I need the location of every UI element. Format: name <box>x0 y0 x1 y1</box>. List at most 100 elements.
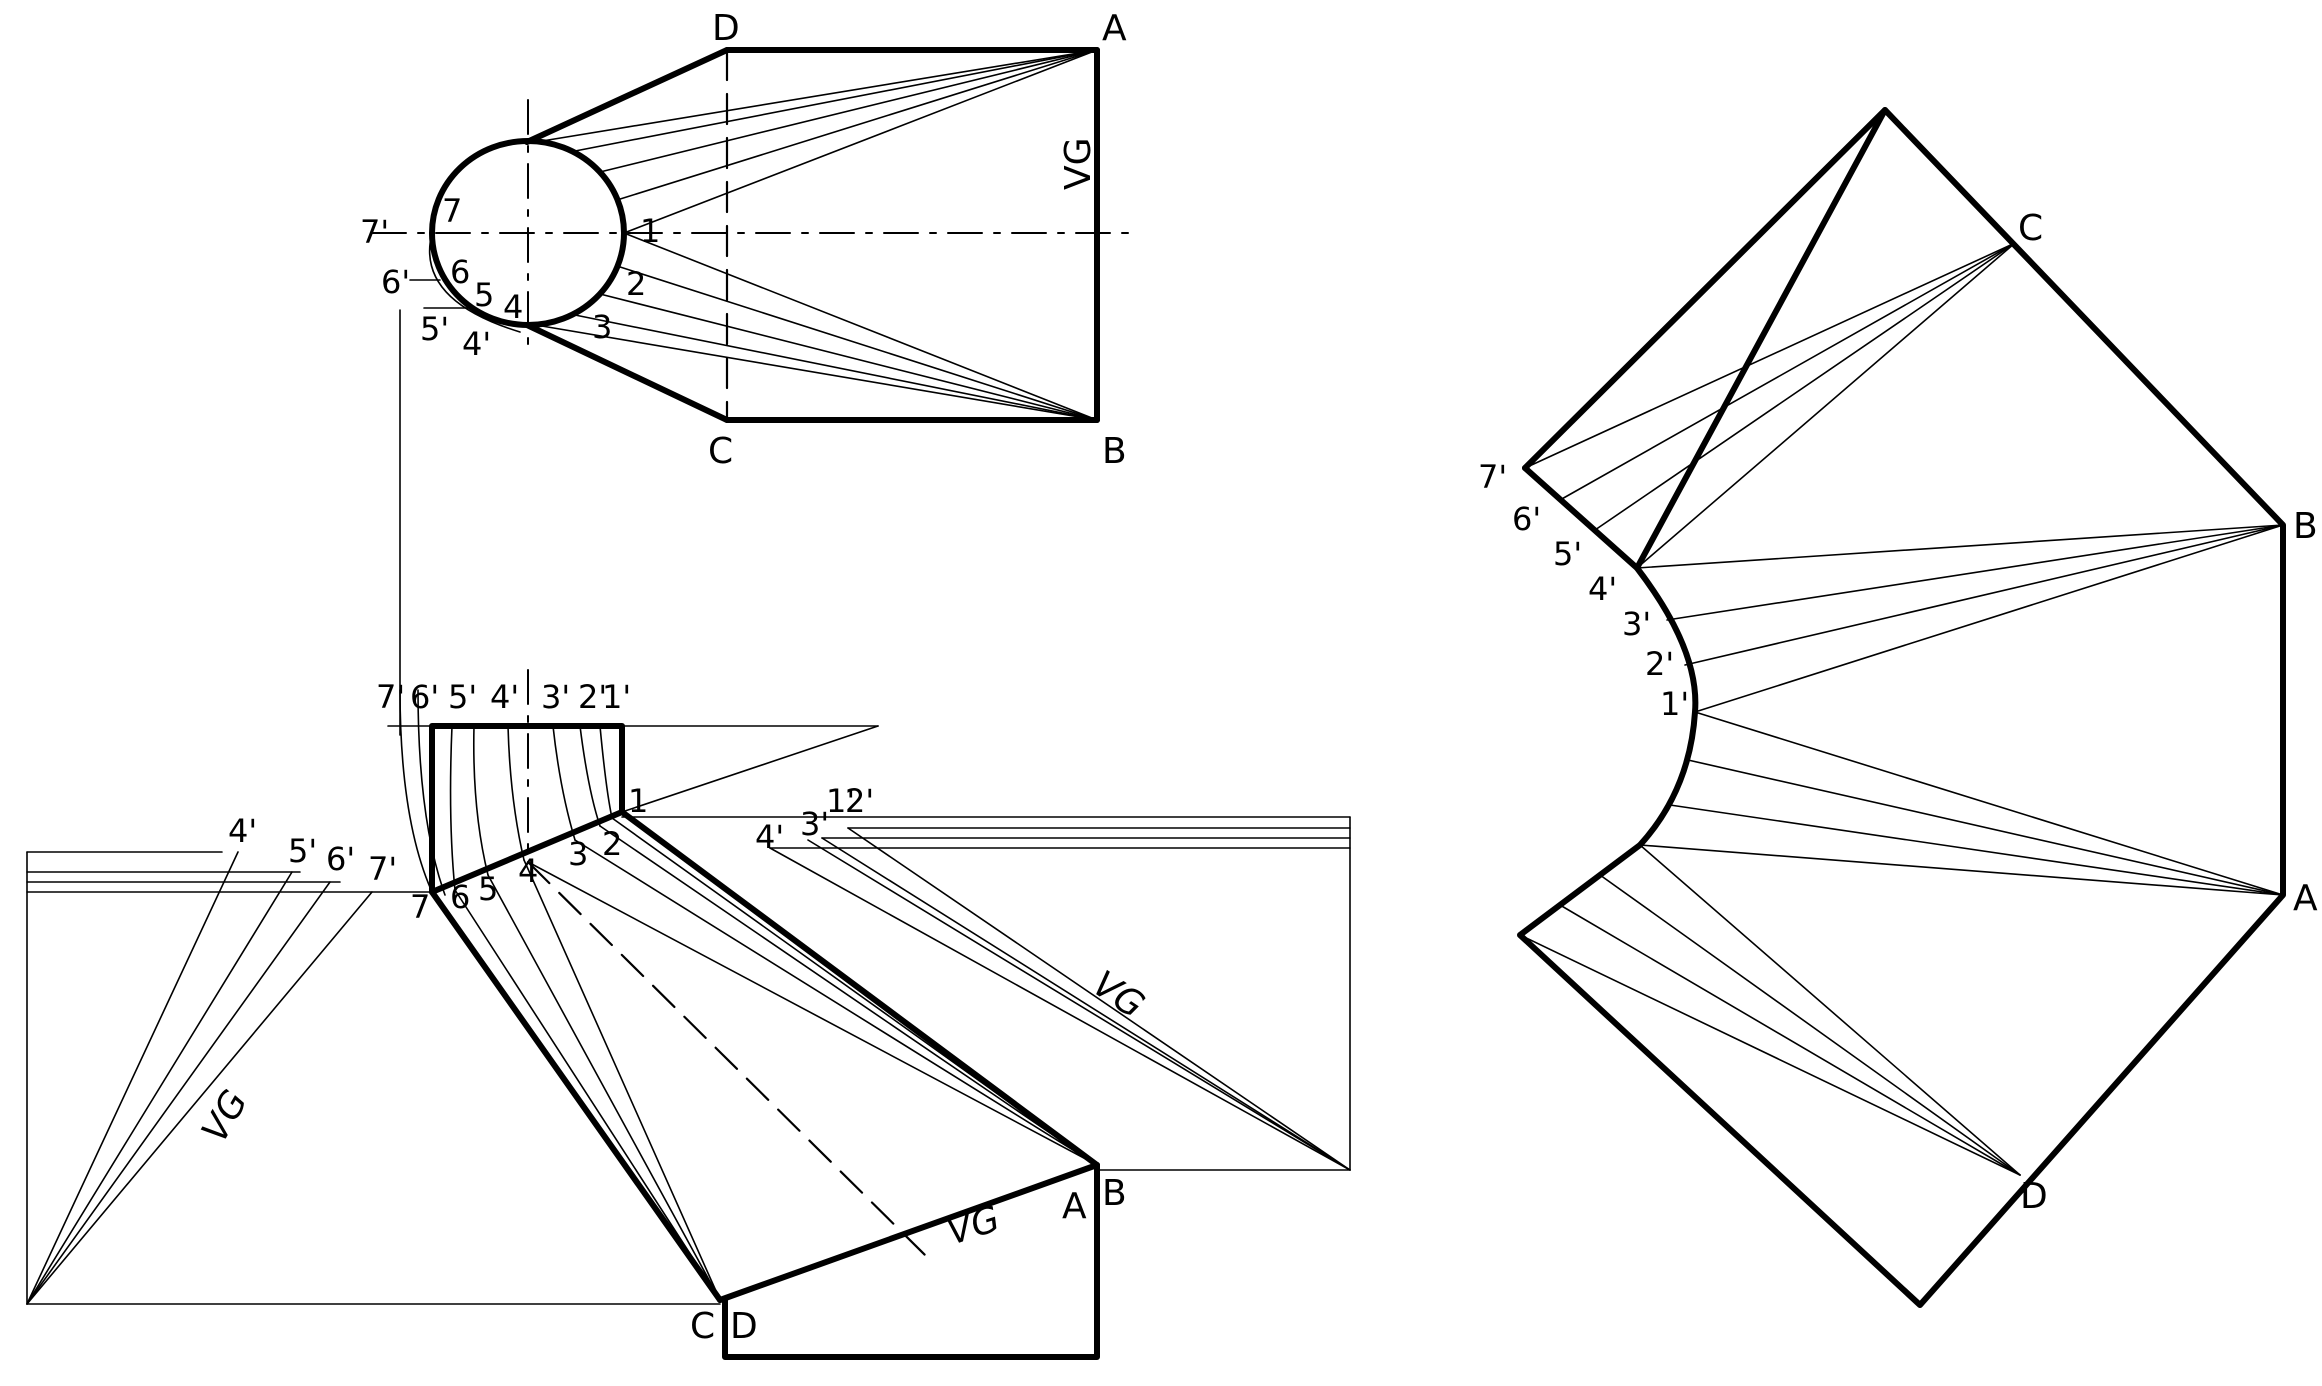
element-curve <box>449 725 456 891</box>
vertex-label-b: B <box>2293 506 2318 547</box>
true-length-line <box>769 847 1351 1171</box>
right-tl-label-2-prime: 2' <box>845 782 874 820</box>
vertex-label-d: D <box>2020 1176 2048 1217</box>
point-label-1: 1 <box>640 212 660 250</box>
point-label-6: 6 <box>450 878 470 916</box>
point-label-5: 5 <box>474 276 494 314</box>
fan-line <box>454 889 721 1301</box>
vertex-label-d: D <box>730 1306 758 1347</box>
vertex-label-c: C <box>690 1306 715 1347</box>
vertex-label-b: B <box>1102 1173 1127 1214</box>
vg-label: VG <box>1058 137 1099 190</box>
pattern-label-4-prime: 4' <box>1588 570 1617 608</box>
point-label-7: 7 <box>410 888 430 926</box>
fan-line <box>1636 242 2016 569</box>
fan-line <box>1519 934 2021 1176</box>
left-tl-label-4-prime: 4' <box>228 812 257 850</box>
point-label-4: 4 <box>503 288 523 326</box>
pattern-label-1-prime: 1' <box>1660 685 1689 723</box>
top-view-rotation-arc <box>428 232 521 333</box>
fan-line <box>1669 804 2284 896</box>
true-length-line <box>847 827 1351 1171</box>
vertex-label-d: D <box>712 8 740 49</box>
fan-line <box>1687 759 2284 896</box>
point-label-6: 6 <box>450 253 470 291</box>
point-label-1: 1 <box>628 782 648 820</box>
fan-line <box>1559 904 2021 1176</box>
vg-label-bottom: VG <box>942 1198 1005 1253</box>
vertex-label-b: B <box>1102 431 1127 472</box>
point-label-1-prime: 1' <box>602 678 631 716</box>
fan-line <box>1559 242 2016 501</box>
front-view-edge-left <box>429 889 723 1303</box>
vertex-label-a: A <box>1102 8 1127 49</box>
point-label-5-prime: 5' <box>448 678 477 716</box>
point-label-6-prime: 6' <box>381 263 410 301</box>
fan-line <box>599 293 1098 421</box>
projector-line <box>621 725 879 813</box>
point-label-7: 7 <box>442 192 462 230</box>
element-curve <box>599 725 613 819</box>
element-curve <box>552 725 576 841</box>
pattern-label-6-prime: 6' <box>1512 500 1541 538</box>
rotation-arc <box>399 689 433 893</box>
element-curve <box>579 725 601 827</box>
fan-line <box>1599 874 2021 1176</box>
point-label-6-prime: 6' <box>410 678 439 716</box>
point-label-5-prime: 5' <box>420 310 449 348</box>
fan-line <box>611 817 1098 1166</box>
element-curve <box>507 725 525 861</box>
point-label-7-prime: 7' <box>376 678 405 716</box>
fan-line <box>569 313 1098 421</box>
front-view-edge-bottom <box>717 1162 1100 1303</box>
pattern-top-edge <box>1522 107 1888 471</box>
fan-line <box>1694 711 2284 896</box>
true-length-line <box>26 871 293 1305</box>
fan-line <box>487 874 721 1301</box>
right-tl-label-3-prime: 3' <box>800 805 829 843</box>
fan-line <box>574 839 1098 1166</box>
fan-line <box>616 265 1098 421</box>
fan-line <box>1694 524 2284 713</box>
pattern-label-7-prime: 7' <box>1478 458 1507 496</box>
true-length-line <box>26 891 373 1305</box>
fan-line <box>1524 242 2016 469</box>
pattern-label-3-prime: 3' <box>1622 605 1651 643</box>
point-label-3-prime: 3' <box>541 678 570 716</box>
point-label-5: 5 <box>478 870 498 908</box>
point-label-7-prime: 7' <box>360 213 389 251</box>
vertex-label-a: A <box>1062 1186 1087 1227</box>
pattern-outline <box>1517 107 2286 1308</box>
fan-line <box>1594 242 2016 531</box>
point-label-2: 2 <box>602 825 622 863</box>
fan-line <box>529 323 1098 421</box>
vertex-label-c: C <box>2018 208 2043 249</box>
fan-line <box>527 861 1098 1166</box>
fan-line <box>1684 524 2284 666</box>
point-label-2-prime: 2' <box>578 678 607 716</box>
fan-line <box>523 859 721 1301</box>
vertex-label-a: A <box>2293 878 2318 919</box>
fan-line <box>599 825 1098 1166</box>
fan-line <box>616 49 1098 201</box>
point-label-4-prime: 4' <box>462 325 491 363</box>
point-label-3: 3 <box>592 308 612 346</box>
point-label-3: 3 <box>568 835 588 873</box>
true-length-line <box>26 851 239 1305</box>
true-length-line <box>26 881 331 1305</box>
top-view: D A C B VG 1 2 3 4 5 6 7 4' 5' 6' 7' <box>360 8 1131 736</box>
element-curve <box>472 725 489 876</box>
front-view-hidden-edge <box>526 860 927 1257</box>
front-view-edge-right <box>619 809 1100 1168</box>
fan-line <box>569 49 1098 153</box>
point-label-2: 2 <box>626 265 646 303</box>
front-view-bottom-seam <box>429 809 625 895</box>
point-label-4: 4 <box>518 852 538 890</box>
fan-line <box>1639 844 2021 1176</box>
fan-line <box>1636 524 2284 569</box>
vg-label-right: VG <box>1085 963 1151 1026</box>
vertex-label-c: C <box>708 431 733 472</box>
fan-line <box>1666 524 2284 621</box>
left-tl-label-6-prime: 6' <box>326 840 355 878</box>
development-pattern: C B A D 7' 6' 5' 4' 3' 2' 1' <box>1478 107 2318 1308</box>
